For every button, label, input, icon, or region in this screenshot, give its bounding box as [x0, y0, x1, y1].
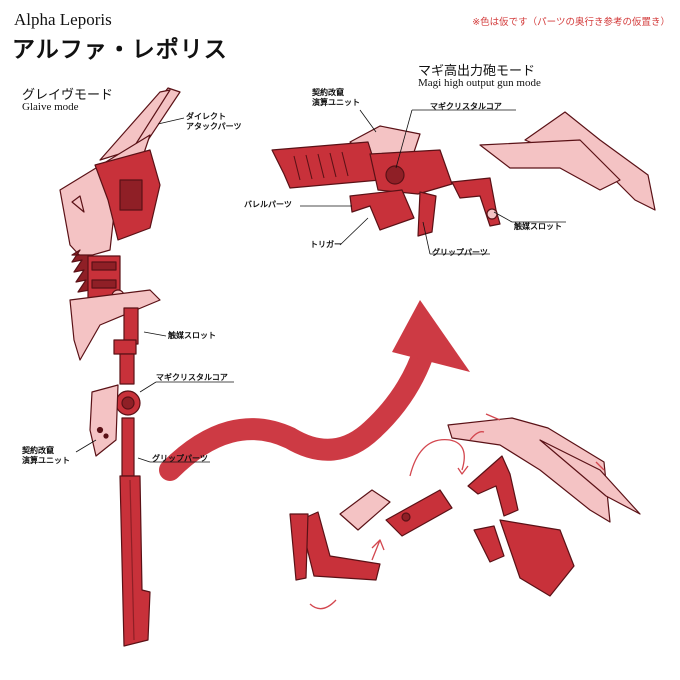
label-direct-attack-line1: ダイレクト: [186, 112, 241, 122]
label-gun-catalyst-slot: 触媒スロット: [514, 222, 562, 232]
magi-gun-weapon: [272, 112, 655, 236]
label-gun-barrel-parts: バレルパーツ: [244, 200, 292, 210]
label-gun-trigger: トリガー: [310, 240, 342, 250]
label-glaive-contract-unit: 契約改竄 演算ユニット: [22, 446, 70, 466]
label-glaive-contract-unit-line2: 演算ユニット: [22, 456, 70, 466]
label-gun-grip-parts: グリップパーツ: [432, 248, 488, 258]
gun-mode-title-en: Magi high output gun mode: [418, 77, 541, 89]
glaive-weapon: [60, 88, 180, 646]
title-japanese: アルファ・レポリス: [12, 30, 228, 64]
color-note: ※色は仮です（パーツの奥行き参考の仮置き）: [472, 14, 670, 28]
label-gun-contract-unit: 契約改竄 演算ユニット: [312, 88, 360, 108]
label-direct-attack-line2: アタックパーツ: [186, 122, 241, 132]
label-glaive-crystal-core: マギクリスタルコア: [156, 373, 228, 383]
label-gun-crystal-core: マギクリスタルコア: [430, 102, 502, 112]
glaive-mode-title-en: Glaive mode: [22, 101, 79, 113]
label-glaive-catalyst-slot: 触媒スロット: [168, 331, 216, 341]
label-glaive-grip-parts: グリップパーツ: [152, 454, 208, 464]
label-gun-contract-unit-line2: 演算ユニット: [312, 98, 360, 108]
label-glaive-contract-unit-line1: 契約改竄: [22, 446, 70, 456]
transform-arrow: [170, 300, 470, 470]
label-direct-attack: ダイレクト アタックパーツ: [186, 112, 241, 132]
label-gun-contract-unit-line1: 契約改竄: [312, 88, 360, 98]
title-english: Alpha Leporis: [14, 10, 112, 30]
